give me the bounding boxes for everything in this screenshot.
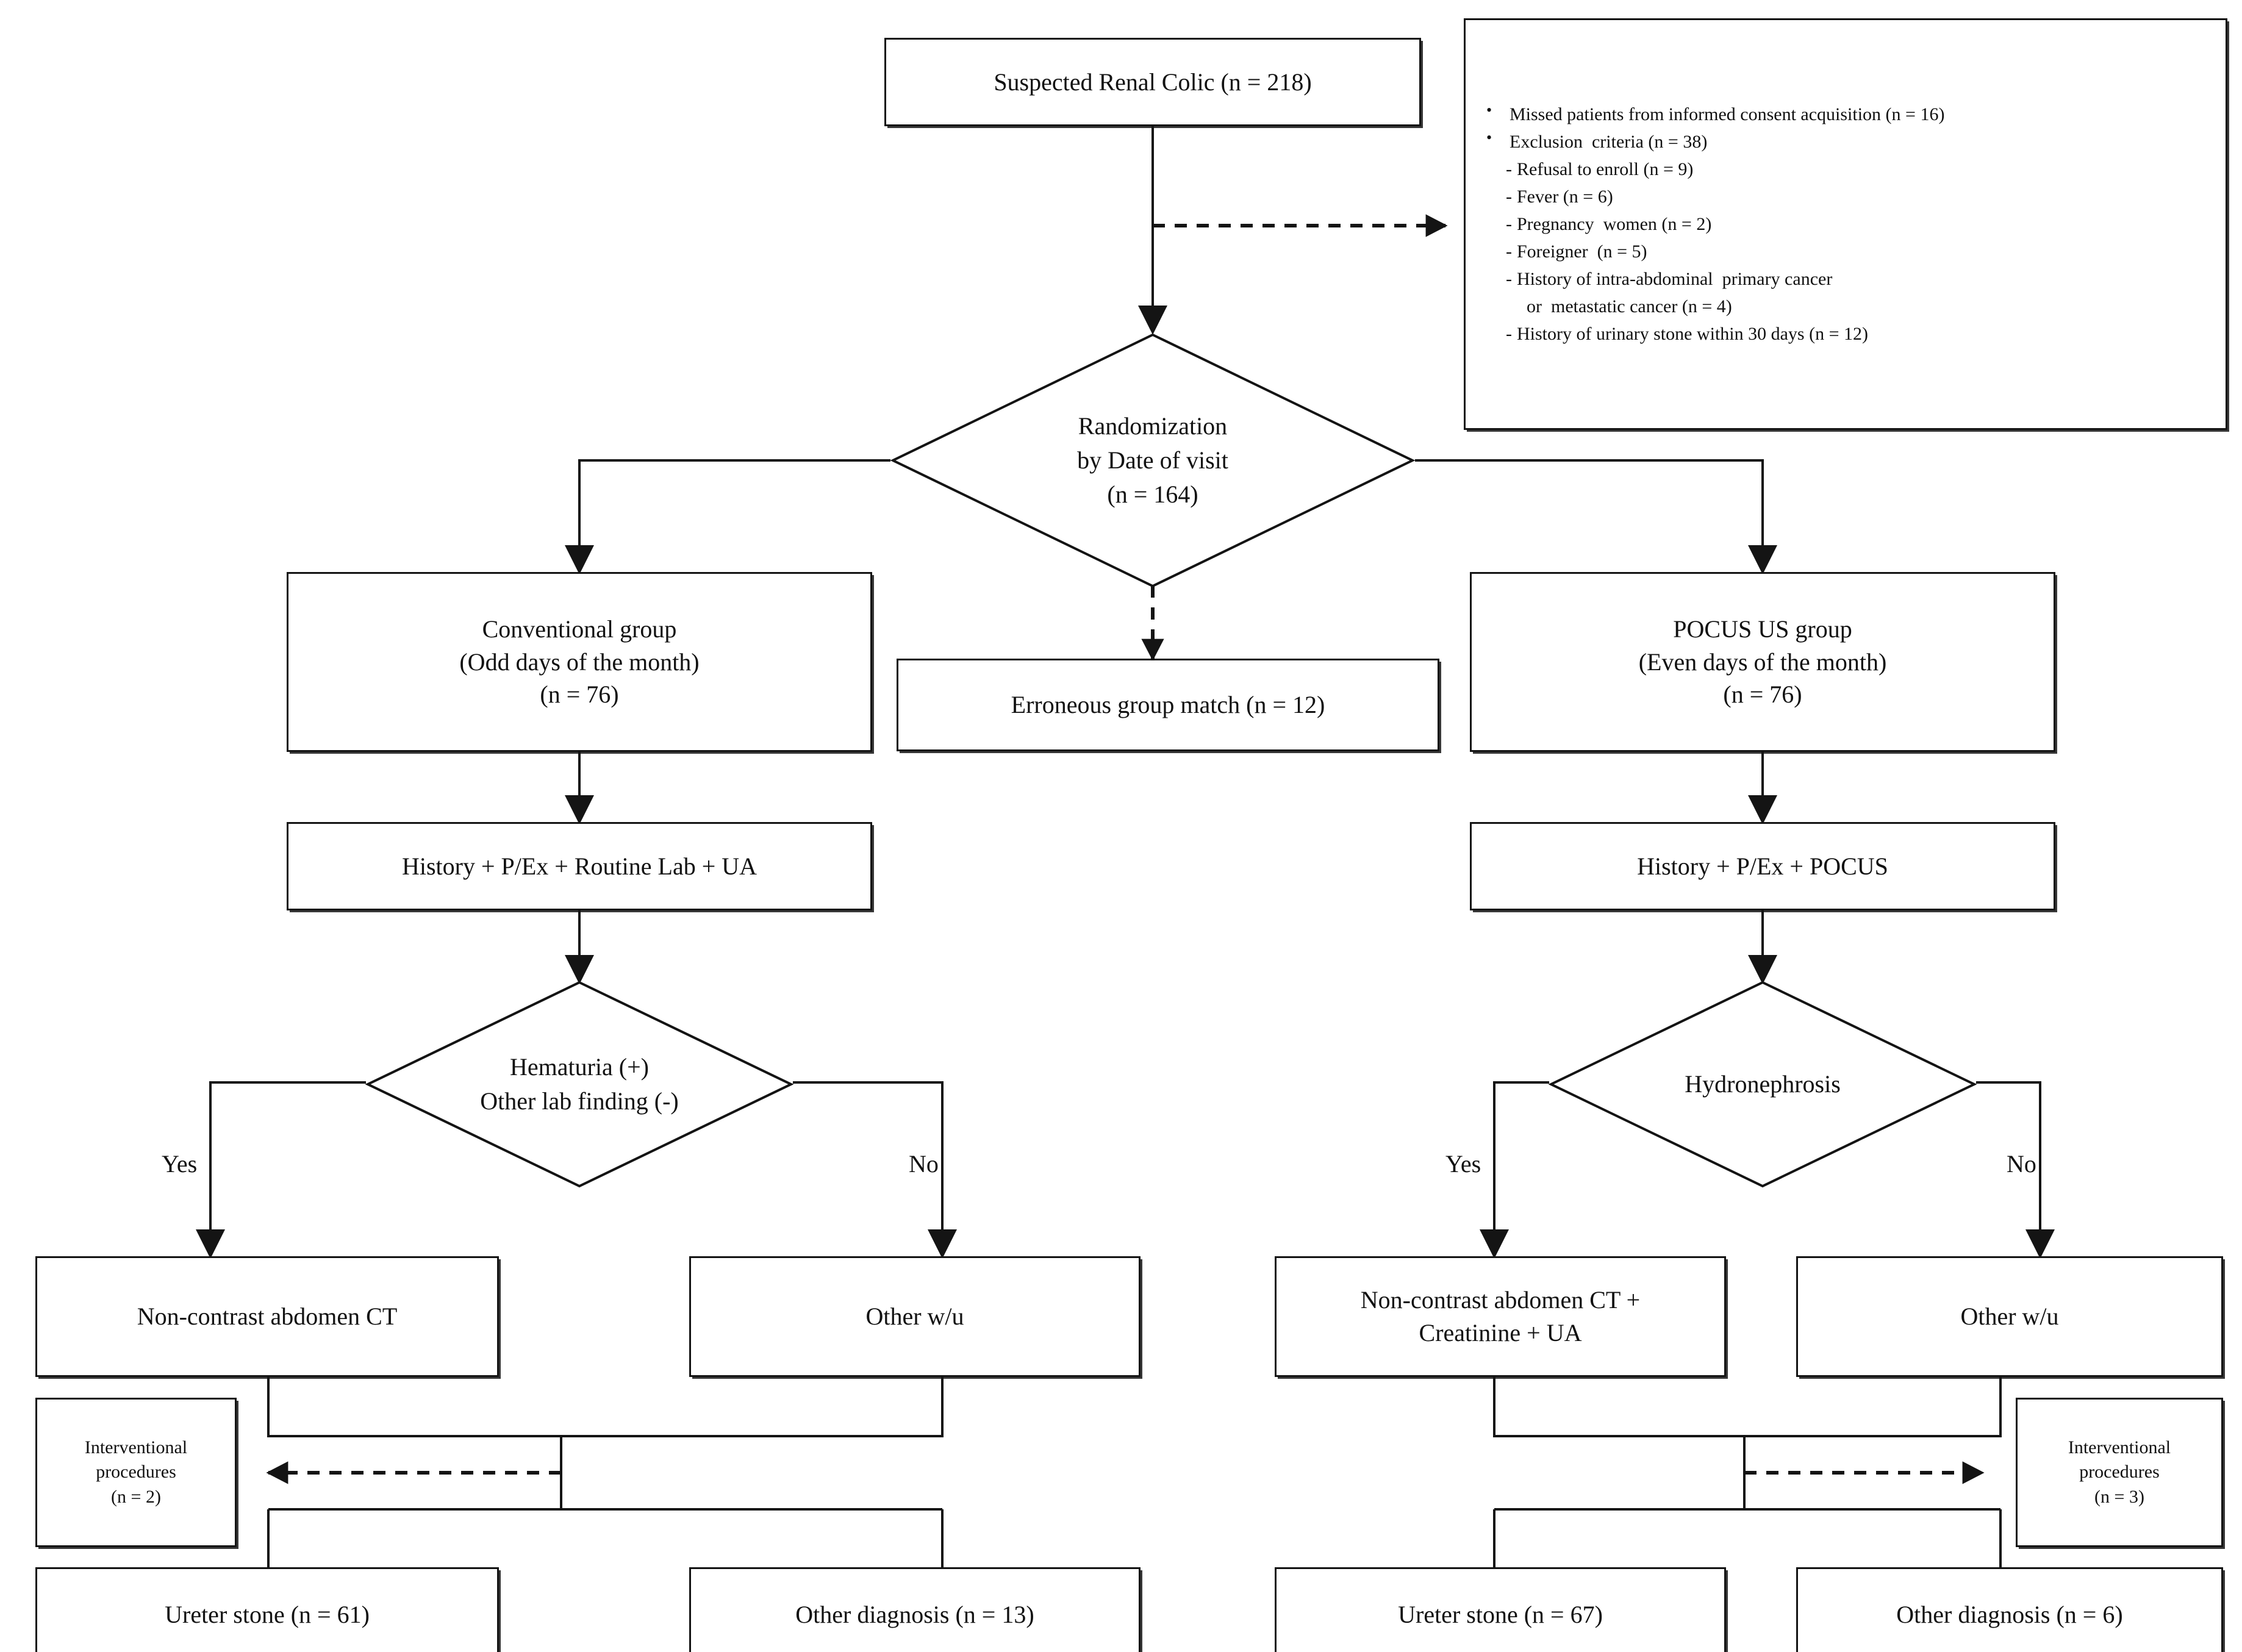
edge-label-left-yes: Yes	[162, 1150, 198, 1178]
node-right-workup[interactable]: History + P/Ex + POCUS	[1470, 822, 2055, 910]
node-left-interventional-procedures[interactable]: Interventional procedures (n = 2)	[35, 1398, 237, 1547]
node-randomization[interactable]: Randomization by Date of visit (n = 164)	[890, 332, 1416, 588]
node-right-noncontrast-ct[interactable]: Non-contrast abdomen CT + Creatinine + U…	[1275, 1256, 1726, 1377]
node-pocus-us-group-label: POCUS US group (Even days of the month) …	[1638, 615, 1887, 709]
node-right-ureter-stone[interactable]: Ureter stone (n = 67)	[1275, 1567, 1726, 1652]
exclusion-criteria-item: Foreigner (n = 5)	[1481, 238, 2212, 265]
exclusion-criteria-item: Pregnancy women (n = 2)	[1481, 210, 2212, 238]
node-right-interventional-procedures-label: Interventional procedures (n = 3)	[2068, 1437, 2171, 1507]
node-right-other-wu-label: Other w/u	[1960, 1303, 2059, 1331]
node-right-noncontrast-ct-label: Non-contrast abdomen CT + Creatinine + U…	[1360, 1286, 1641, 1346]
node-pocus-us-group[interactable]: POCUS US group (Even days of the month) …	[1470, 572, 2055, 752]
node-left-ureter-stone[interactable]: Ureter stone (n = 61)	[35, 1567, 499, 1652]
exclusion-criteria-item: Refusal to enroll (n = 9)	[1481, 156, 2212, 183]
node-conventional-group-label: Conventional group (Odd days of the mont…	[459, 615, 700, 709]
node-right-workup-label: History + P/Ex + POCUS	[1637, 852, 1888, 880]
node-right-other-diagnosis-label: Other diagnosis (n = 6)	[1896, 1600, 2123, 1628]
node-left-workup-label: History + P/Ex + Routine Lab + UA	[401, 852, 757, 880]
node-right-other-wu[interactable]: Other w/u	[1796, 1256, 2223, 1377]
node-hydronephrosis-decision[interactable]: Hydronephrosis	[1548, 981, 1977, 1188]
node-left-workup[interactable]: History + P/Ex + Routine Lab + UA	[287, 822, 872, 910]
exclusion-criteria-box: Missed patients from informed consent ac…	[1464, 18, 2227, 430]
node-left-interventional-procedures-label: Interventional procedures (n = 2)	[84, 1437, 188, 1507]
node-conventional-group[interactable]: Conventional group (Odd days of the mont…	[287, 572, 872, 752]
edge-label-right-yes: Yes	[1445, 1150, 1481, 1178]
node-left-noncontrast-ct-label: Non-contrast abdomen CT	[137, 1303, 398, 1331]
node-left-other-diagnosis[interactable]: Other diagnosis (n = 13)	[689, 1567, 1141, 1652]
node-left-noncontrast-ct[interactable]: Non-contrast abdomen CT	[35, 1256, 499, 1377]
exclusion-criteria-item: Fever (n = 6)	[1481, 183, 2212, 210]
node-erroneous-group-match[interactable]: Erroneous group match (n = 12)	[897, 659, 1439, 751]
exclusion-criteria-item: History of intra-abdominal primary cance…	[1481, 265, 2212, 293]
exclusion-criteria-item: History of urinary stone within 30 days …	[1481, 320, 2212, 348]
node-erroneous-group-match-label: Erroneous group match (n = 12)	[1011, 691, 1325, 719]
node-left-ureter-stone-label: Ureter stone (n = 61)	[165, 1600, 370, 1628]
exclusion-criteria-item: Missed patients from informed consent ac…	[1481, 99, 2212, 128]
exclusion-criteria-list: Missed patients from informed consent ac…	[1466, 99, 2226, 348]
node-right-interventional-procedures[interactable]: Interventional procedures (n = 3)	[2016, 1398, 2223, 1547]
node-right-other-diagnosis[interactable]: Other diagnosis (n = 6)	[1796, 1567, 2223, 1652]
node-left-other-wu-label: Other w/u	[865, 1303, 964, 1331]
exclusion-criteria-item: Exclusion criteria (n = 38)	[1481, 127, 2212, 156]
node-left-other-wu[interactable]: Other w/u	[689, 1256, 1141, 1377]
edge-label-right-no: No	[2007, 1150, 2036, 1178]
node-left-other-diagnosis-label: Other diagnosis (n = 13)	[795, 1600, 1034, 1628]
node-hematuria-decision[interactable]: Hematuria (+) Other lab finding (-)	[365, 981, 794, 1188]
node-right-ureter-stone-label: Ureter stone (n = 67)	[1398, 1600, 1603, 1628]
node-suspected-renal-colic-label: Suspected Renal Colic (n = 218)	[994, 68, 1312, 96]
edge-label-left-no: No	[909, 1150, 939, 1178]
exclusion-criteria-item: or metastatic cancer (n = 4)	[1527, 296, 1732, 316]
node-suspected-renal-colic[interactable]: Suspected Renal Colic (n = 218)	[884, 38, 1421, 126]
